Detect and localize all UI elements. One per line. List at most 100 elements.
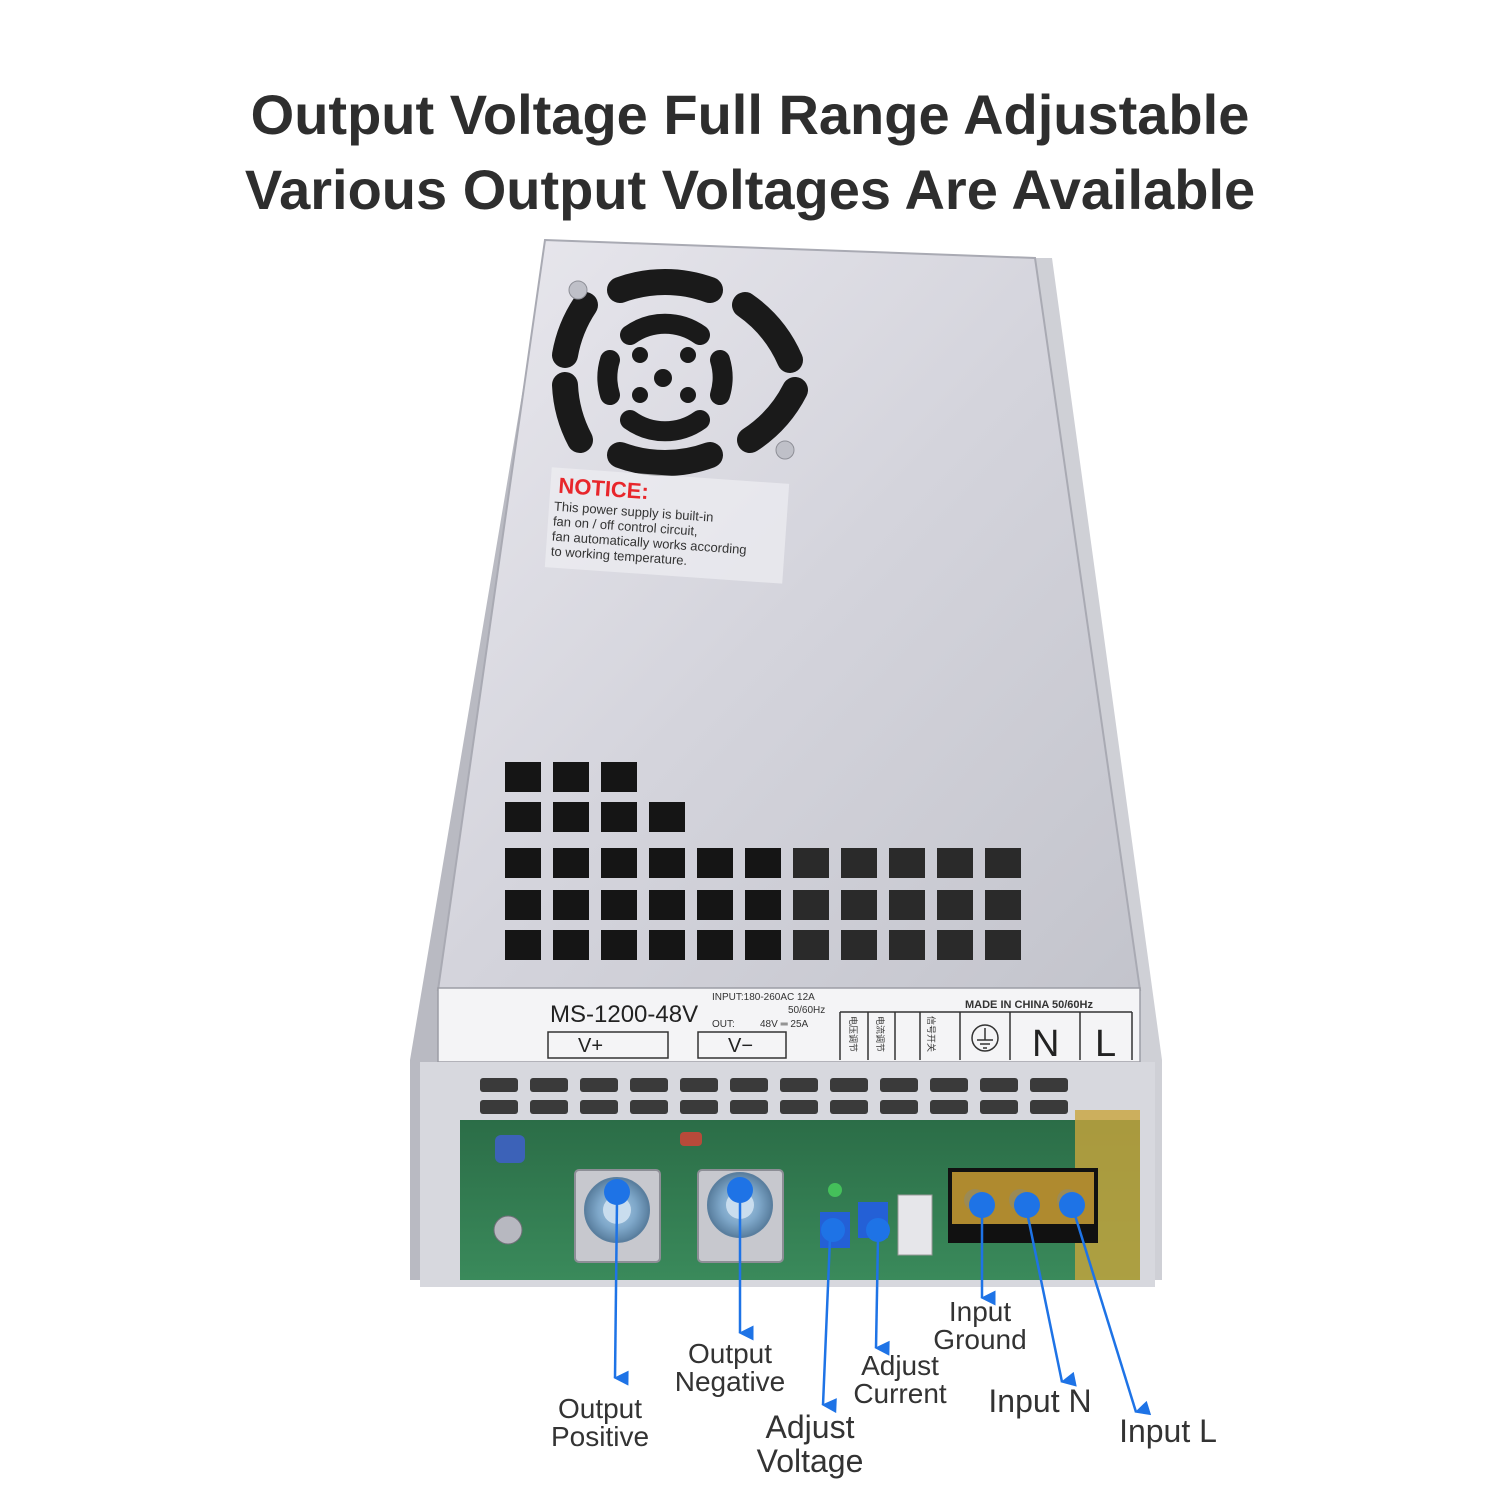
vent-hole — [937, 890, 973, 920]
vent-hole — [793, 848, 829, 878]
vent-hole — [505, 762, 541, 792]
capacitor — [495, 1135, 525, 1163]
screw-icon — [775, 440, 795, 460]
vent-hole — [553, 890, 589, 920]
ground-symbol-icon — [971, 1024, 999, 1052]
vent-hole — [553, 930, 589, 960]
screw-icon — [568, 280, 588, 300]
callout-dot-adjust-current — [866, 1218, 890, 1242]
vent-hole — [985, 890, 1021, 920]
vent-hole — [601, 848, 637, 878]
vent-hole — [697, 890, 733, 920]
adjust-voltage-cn-label: 电压调节 — [848, 1016, 859, 1052]
arrow-input-l — [1072, 1211, 1152, 1416]
vent-hole — [553, 848, 589, 878]
vent-hole — [889, 890, 925, 920]
front-vent-slot — [830, 1100, 868, 1114]
callout-input-ground: Input Ground — [933, 1296, 1027, 1355]
vent-hole — [505, 848, 541, 878]
vent-hole — [505, 930, 541, 960]
vent-hole — [649, 848, 685, 878]
callout-output-negative: Output Negative — [674, 1338, 786, 1397]
callout-dot-adjust-voltage — [821, 1218, 845, 1242]
v-minus-label: V− — [728, 1035, 753, 1057]
front-vent-slot — [880, 1078, 918, 1092]
vent-hole — [553, 762, 589, 792]
front-vent-slot — [930, 1100, 968, 1114]
front-vent-slot — [1030, 1100, 1068, 1114]
vent-hole — [889, 930, 925, 960]
callout-dot-input-ground — [969, 1192, 995, 1218]
callout-dot-output-negative — [727, 1177, 753, 1203]
front-vent-slot — [680, 1100, 718, 1114]
out-label: OUT: — [712, 1019, 735, 1030]
front-vent-slot — [780, 1078, 818, 1092]
adjust-current-cn-label: 电流调节 — [875, 1016, 886, 1052]
headline-line-1: Output Voltage Full Range Adjustable — [250, 83, 1250, 146]
arrow-adjust-voltage — [821, 1237, 837, 1414]
front-vent-slot — [980, 1078, 1018, 1092]
front-vent-slot — [680, 1078, 718, 1092]
made-in-label: MADE IN CHINA 50/60Hz — [965, 999, 1093, 1011]
vent-hole — [601, 802, 637, 832]
callout-dot-input-l — [1059, 1192, 1085, 1218]
vent-hole — [841, 890, 877, 920]
front-vent-slot — [730, 1078, 768, 1092]
front-vent-slot — [530, 1078, 568, 1092]
front-vent-slot — [480, 1078, 518, 1092]
front-vent-row — [480, 1078, 1068, 1114]
label-strip: MS-1200-48V INPUT:180-260AC 12A 50/60Hz … — [437, 987, 1141, 1065]
signal-switch-cn-label: 信号开关 — [926, 1016, 937, 1052]
terminal-l-label: L — [1095, 1023, 1116, 1065]
front-vent-slot — [630, 1078, 668, 1092]
callout-input-n: Input N — [988, 1383, 1092, 1419]
vent-hole — [985, 848, 1021, 878]
vent-hole — [505, 802, 541, 832]
vent-hole — [889, 848, 925, 878]
v-plus-label: V+ — [578, 1035, 603, 1057]
vent-hole — [697, 848, 733, 878]
fan-grille — [552, 268, 808, 477]
model-number: MS-1200-48V — [550, 1001, 698, 1028]
vent-hole — [841, 848, 877, 878]
status-led-icon — [828, 1183, 842, 1197]
vent-hole — [601, 762, 637, 792]
input-spec: INPUT:180-260AC 12A — [712, 992, 815, 1003]
front-vent-slot — [580, 1078, 618, 1092]
front-vent-slot — [880, 1100, 918, 1114]
vent-hole — [649, 890, 685, 920]
arrow-adjust-current — [874, 1237, 890, 1356]
out-spec: 48V ═ 25A — [760, 1019, 809, 1030]
vent-hole — [937, 930, 973, 960]
mounting-screw-icon — [493, 1215, 523, 1245]
front-vent-slot — [930, 1078, 968, 1092]
vent-hole — [697, 930, 733, 960]
arrow-output-positive — [613, 1199, 629, 1386]
vent-hole — [745, 848, 781, 878]
front-vent-slot — [1030, 1078, 1068, 1092]
vent-hole — [505, 890, 541, 920]
front-vent-slot — [980, 1100, 1018, 1114]
callout-output-positive: Output Positive — [550, 1393, 650, 1452]
vent-hole — [793, 930, 829, 960]
callout-dot-output-positive — [604, 1179, 630, 1205]
headline-line-2: Various Output Voltages Are Available — [244, 158, 1256, 221]
frequency-spec: 50/60Hz — [788, 1005, 825, 1016]
vent-hole — [553, 802, 589, 832]
front-vent-slot — [580, 1100, 618, 1114]
callout-adjust-current: Adjust Current — [853, 1350, 947, 1409]
front-vent-slot — [830, 1078, 868, 1092]
notice-sticker: NOTICE: This power supply is built-in fa… — [544, 467, 790, 584]
arrow-input-n — [1025, 1211, 1077, 1387]
vent-hole — [745, 930, 781, 960]
vent-grid — [505, 762, 1021, 960]
callout-dot-input-n — [1014, 1192, 1040, 1218]
vent-hole — [601, 890, 637, 920]
terminal-n-label: N — [1032, 1023, 1059, 1065]
vent-hole — [841, 930, 877, 960]
vent-hole — [601, 930, 637, 960]
callout-adjust-voltage: Adjust Voltage — [756, 1409, 864, 1479]
front-vent-slot — [480, 1100, 518, 1114]
vent-hole — [649, 802, 685, 832]
